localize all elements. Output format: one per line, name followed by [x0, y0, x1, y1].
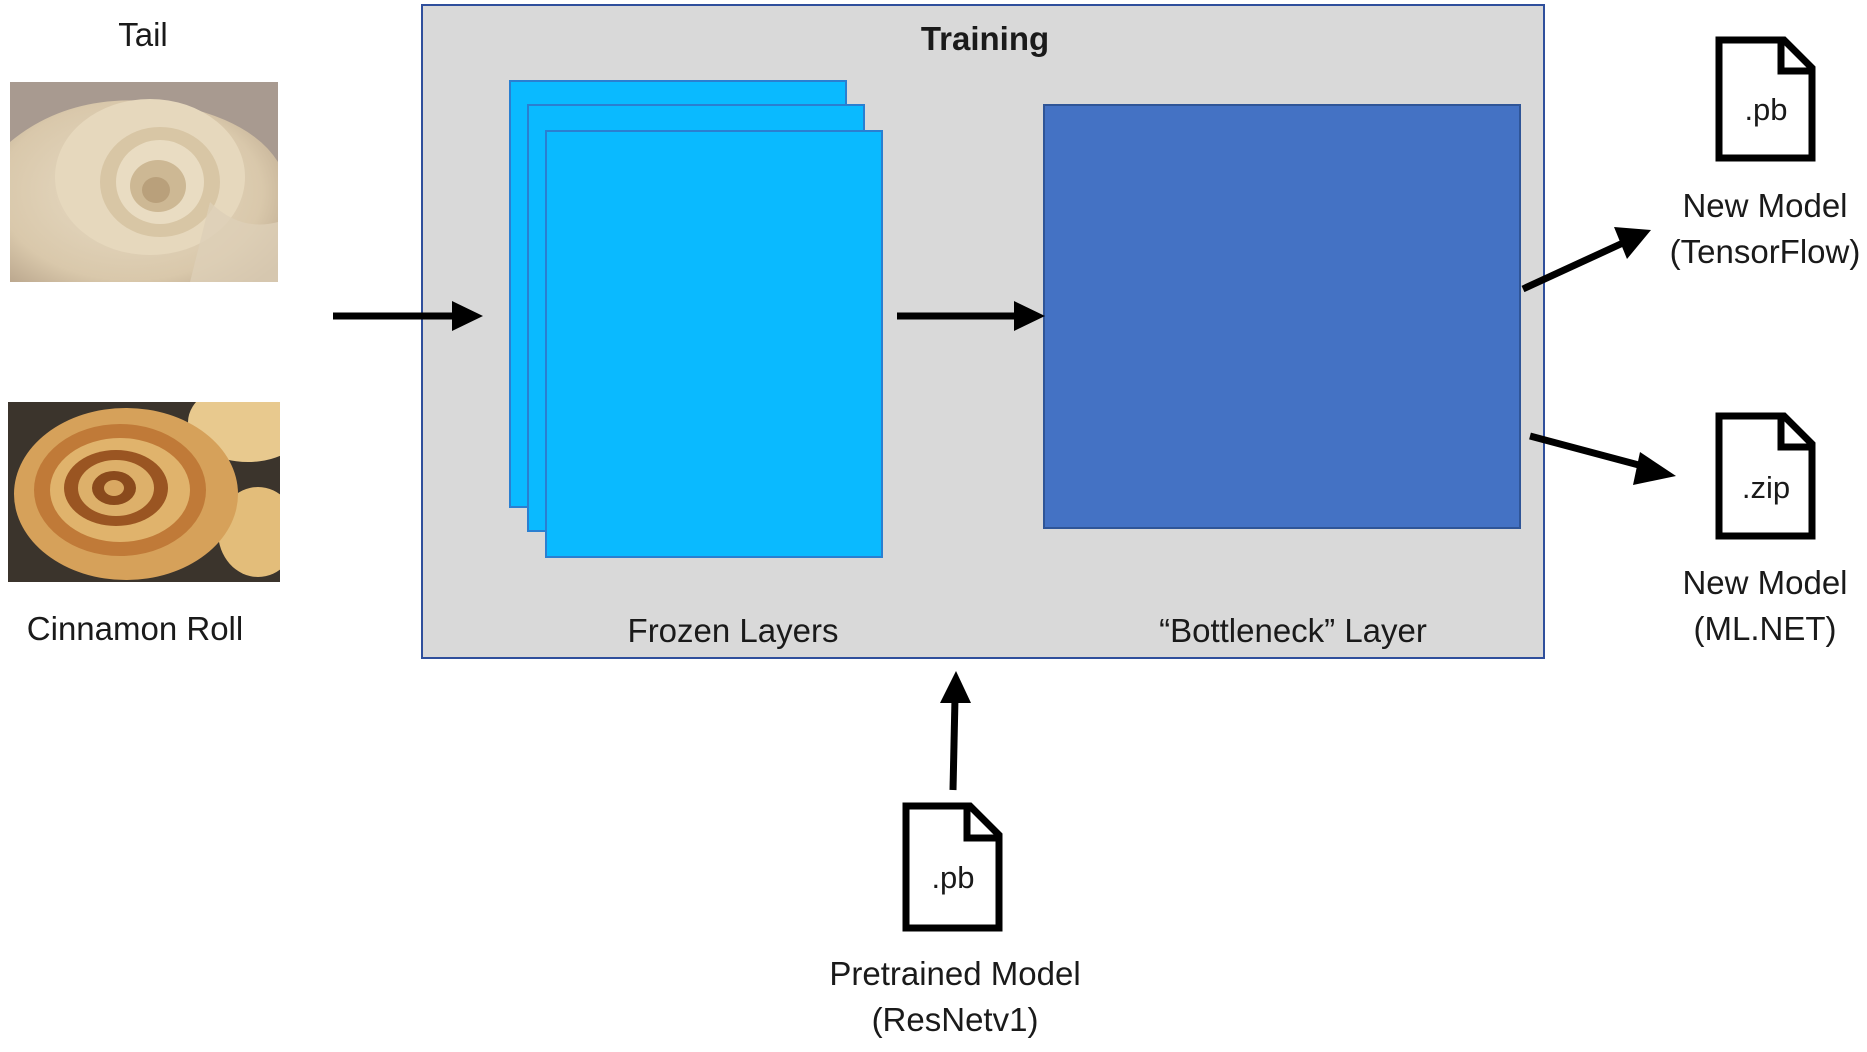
frozen-layer-sheet-front [545, 130, 883, 558]
frozen-to-bottleneck-arrow [897, 301, 1045, 331]
tensorflow-model-label-line1: New Model [1682, 187, 1848, 224]
mlnet-model-label-line2: (ML.NET) [1693, 610, 1837, 647]
tensorflow-model-label-line2: (TensorFlow) [1669, 233, 1861, 270]
mlnet-output-arrow [1529, 432, 1676, 485]
training-title: Training [920, 20, 1050, 57]
cinnamon-roll-photo [8, 402, 280, 582]
file-icon [1715, 36, 1816, 162]
pretrained-model-label-line1: Pretrained Model [829, 955, 1081, 992]
input-arrow [333, 301, 483, 331]
pretrained-file-extension: .pb [931, 860, 975, 895]
tensorflow-file-extension: .pb [1744, 92, 1788, 127]
tail-photo [10, 82, 278, 282]
mlnet-file-extension: .zip [1741, 470, 1791, 505]
file-icon [1715, 412, 1816, 540]
training-box: Training Frozen Layers “Bottleneck” Laye… [421, 4, 1545, 659]
tensorflow-output-arrow [1521, 227, 1651, 293]
pretrained-input-arrow [940, 671, 971, 791]
pretrained-model-label-line2: (ResNetv1) [871, 1001, 1039, 1038]
cinnamon-roll-label: Cinnamon Roll [26, 610, 244, 647]
frozen-layers-label: Frozen Layers [627, 612, 839, 649]
bottleneck-layer-label: “Bottleneck” Layer [1159, 612, 1427, 649]
tail-label: Tail [118, 16, 168, 53]
bottleneck-layer [1043, 104, 1521, 529]
mlnet-model-label-line1: New Model [1682, 564, 1848, 601]
file-icon [902, 802, 1003, 932]
